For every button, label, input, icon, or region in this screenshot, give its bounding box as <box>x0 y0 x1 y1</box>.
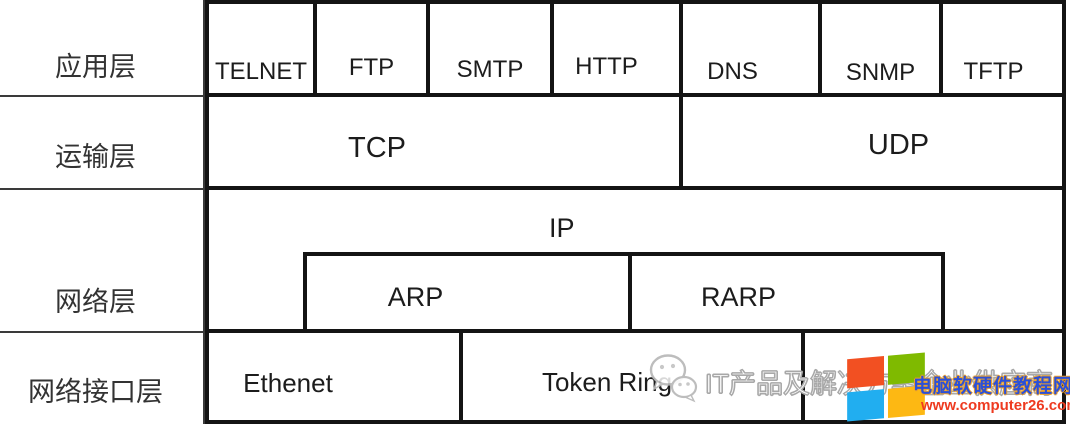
row-divider-line <box>0 188 207 190</box>
box-udp: UDP <box>683 97 1066 190</box>
box-token-ring: Token Ring <box>463 333 805 424</box>
layer-label-network: 网络层 <box>55 287 136 317</box>
ftp-label: FTP <box>348 54 395 81</box>
box-arp-rarp <box>303 252 945 333</box>
wechat-bubbles-icon <box>649 354 698 403</box>
row-divider-line <box>0 331 207 333</box>
layer-label-application: 应用层 <box>55 52 136 82</box>
snmp-label: SNMP <box>845 59 916 86</box>
box-smtp: SMTP <box>430 0 554 97</box>
http-label: HTTP <box>575 53 638 80</box>
watermark-site-name: 电脑软硬件教程网 <box>913 376 1070 397</box>
box-tcp: TCP <box>205 97 683 190</box>
box-tftp: TFTP <box>943 0 1066 97</box>
arp-rarp-divider-line <box>628 256 632 329</box>
rarp-cell: RARP <box>632 256 941 329</box>
ip-label: IP <box>549 213 575 243</box>
rarp-label: RARP <box>700 282 776 312</box>
udp-label: UDP <box>867 129 930 161</box>
logo-tile-blue <box>847 389 885 422</box>
watermark-site-url: www.computer26.com <box>921 397 1070 414</box>
column-divider-line <box>203 0 205 424</box>
layer-label-transport: 运输层 <box>55 142 136 172</box>
ethernet-label: Ethenet <box>243 368 333 398</box>
box-ftp: FTP <box>317 0 430 97</box>
tftp-label: TFTP <box>963 58 1024 85</box>
logo-tile-red <box>847 356 885 389</box>
box-ethernet: Ethenet <box>205 333 463 424</box>
smtp-label: SMTP <box>456 56 524 83</box>
arp-cell: ARP <box>307 256 628 329</box>
telnet-label: TELNET <box>214 58 307 85</box>
layer-label-link: 网络接口层 <box>28 377 163 407</box>
arp-label: ARP <box>387 282 444 312</box>
box-dns: DNS <box>683 0 822 97</box>
box-link-third <box>805 333 1066 424</box>
box-http: HTTP <box>554 0 683 97</box>
box-telnet: TELNET <box>205 0 317 97</box>
box-snmp: SNMP <box>822 0 943 97</box>
row-divider-line <box>0 95 207 97</box>
dns-label: DNS <box>707 58 758 85</box>
tcp-label: TCP <box>348 132 406 164</box>
